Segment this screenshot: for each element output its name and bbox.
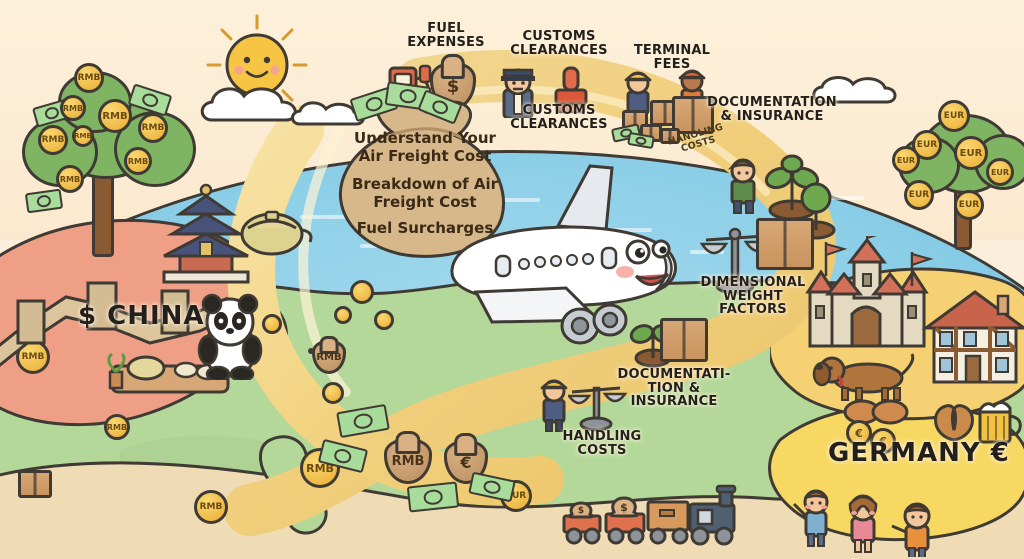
coin-rmb: RMB — [72, 125, 94, 147]
worker-handling — [539, 379, 569, 432]
coin-eur: EUR — [986, 158, 1014, 186]
cargo-box-dimensional — [756, 218, 814, 270]
bamboo-plant — [107, 352, 126, 390]
rubber-stamp — [554, 66, 588, 114]
label-customs-clearances-top: CUSTOMS CLEARANCES — [510, 29, 608, 58]
coin-eur: EUR — [954, 190, 984, 220]
coin-rmb: RMB — [138, 113, 168, 143]
germany-label: GERMANY € — [828, 438, 1010, 468]
cargo-box-large — [672, 96, 714, 134]
gold-coin — [322, 382, 344, 404]
label-documentation-insurance-top: DOCUMENTATION & INSURANCE — [707, 95, 837, 124]
coin-eur: EUR — [904, 180, 934, 210]
banknote — [406, 481, 460, 513]
coin-rmb: RMB — [124, 147, 152, 175]
bag-title-line-5: Fuel Surcharges — [356, 219, 494, 237]
money-tree-china: RMB RMB RMB RMB RMB RMB RMB RMB — [10, 55, 200, 257]
weighing-scale-2 — [568, 386, 628, 432]
gold-coin — [262, 314, 282, 334]
cargo-box-mid — [660, 318, 708, 362]
ocean-wave — [820, 196, 864, 200]
cargo-box-small — [660, 128, 680, 144]
customs-officer — [501, 68, 535, 118]
beer-mug — [978, 401, 1022, 444]
label-fuel-expenses: FUEL EXPENSES — [407, 21, 485, 50]
label-dimensional-weight-factors: DIMENSIONAL WEIGHT FACTORS — [700, 275, 806, 318]
coin-euro: € — [870, 428, 896, 454]
cloud-right — [812, 76, 897, 104]
gardener — [727, 158, 756, 214]
flag — [824, 242, 848, 276]
bag-title-line-4: Freight Cost — [373, 193, 477, 211]
svg-text:$: $ — [578, 506, 584, 516]
label-customs-clearances-bottom: CUSTOMS CLEARANCES — [510, 103, 608, 132]
bag-title-line-3: Breakdown of Air — [351, 175, 499, 193]
label-terminal-fees: TERMINAL FEES — [633, 43, 711, 72]
label-documentation-insurance-bottom: DOCUMENTATI- TION & INSURANCE — [617, 367, 731, 410]
path-coin-rmb: RMB — [104, 414, 130, 440]
ocean-wave — [300, 215, 346, 219]
coin-rmb: RMB — [98, 99, 132, 133]
coin-eur: EUR — [938, 100, 970, 132]
temple-of-heaven — [162, 183, 250, 284]
teapot — [240, 210, 313, 256]
timber-house — [921, 290, 1024, 384]
coin-eur: EUR — [892, 146, 920, 174]
panda — [197, 293, 263, 380]
gold-coin — [350, 280, 374, 304]
money-tree-germany: EUR EUR EUR EUR EUR EUR EUR — [892, 88, 1024, 250]
ocean-wave — [500, 198, 540, 202]
cargo-box-left — [18, 470, 52, 498]
small-plant — [796, 182, 836, 240]
coin-rmb: RMB — [38, 125, 68, 155]
gold-coin — [334, 306, 352, 324]
coin-rmb: RMB — [60, 95, 86, 121]
path-bag-rmb: RMB — [384, 438, 432, 484]
bag-title-line-1: Understand Your — [354, 129, 496, 147]
svg-text:$: $ — [620, 501, 628, 514]
gold-coin — [374, 310, 394, 330]
flag — [910, 252, 934, 286]
coin-rmb: RMB — [74, 63, 104, 93]
coin-rmb: RMB — [56, 165, 84, 193]
path-bag-rmb: RMB — [312, 340, 346, 374]
dachshund — [812, 353, 915, 401]
freight-train: $ $ — [562, 484, 737, 546]
china-label: $ CHINA — [78, 301, 205, 331]
label-handling-costs: HANDLING COSTS — [562, 429, 642, 458]
cloud-large — [200, 87, 297, 122]
path-bag-eur: € — [444, 440, 488, 484]
pretzel — [934, 404, 974, 442]
path-coin-rmb: RMB — [194, 490, 228, 524]
bag-title-line-2: Air Freight Cost — [358, 147, 492, 165]
coin-euro: € — [846, 420, 872, 446]
coin-eur: EUR — [954, 136, 988, 170]
ocean-wave — [600, 228, 652, 232]
airplane — [440, 160, 710, 345]
children — [792, 489, 931, 557]
money-bag-sign: Understand Your Air Freight Cost Breakdo… — [330, 92, 520, 262]
castle — [805, 236, 929, 348]
ocean-wave — [690, 250, 724, 254]
